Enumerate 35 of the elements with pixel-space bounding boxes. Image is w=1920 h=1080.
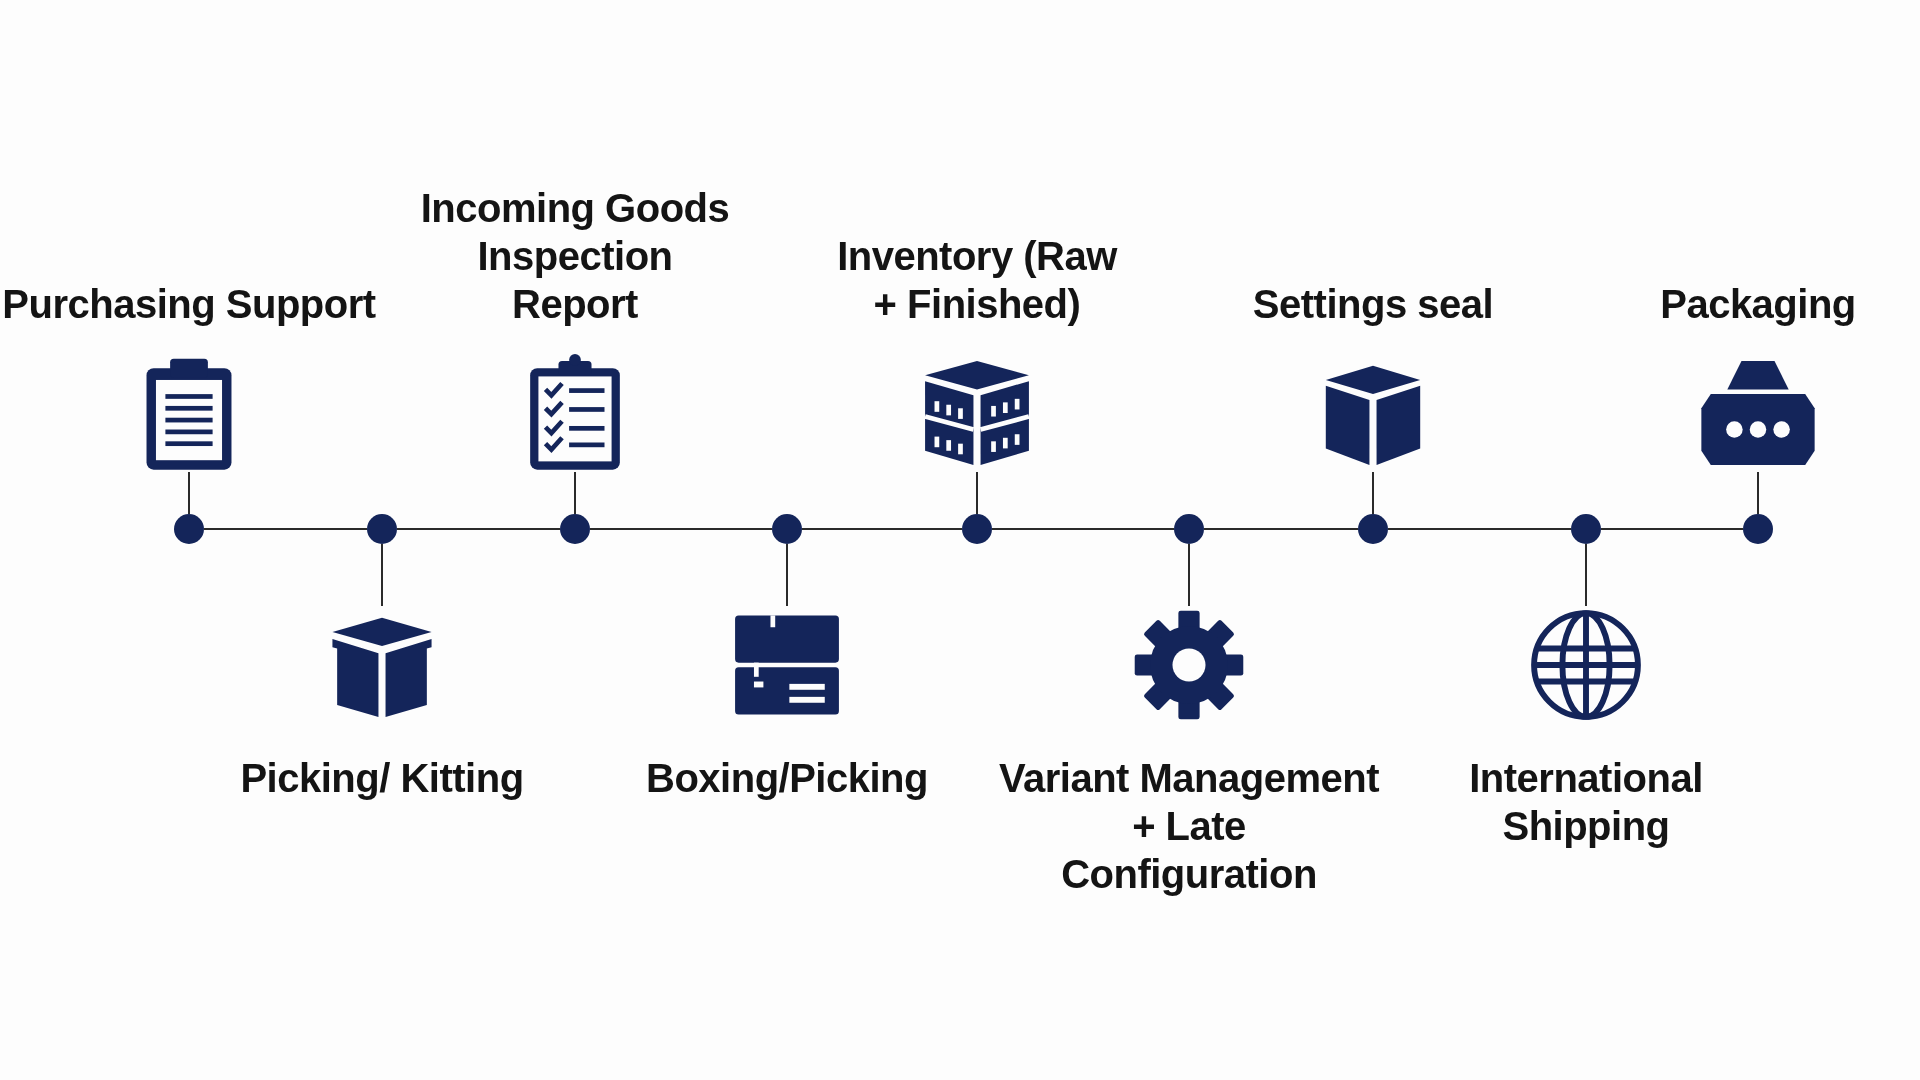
timeline-dot — [1174, 514, 1204, 544]
step-label: Settings seal — [1252, 281, 1494, 328]
timeline-line — [1372, 471, 1374, 515]
timeline-line — [1757, 471, 1759, 515]
step-label: Boxing/Picking — [646, 755, 928, 802]
step-label: Packaging — [1660, 281, 1856, 328]
timeline-line — [396, 528, 561, 530]
timeline-dot — [174, 514, 204, 544]
timeline-line — [574, 471, 576, 515]
timeline-line — [1188, 543, 1190, 607]
step-label: Variant Management + Late Configuration — [999, 755, 1379, 898]
timeline-line — [1600, 528, 1744, 530]
timeline-line — [786, 543, 788, 607]
timeline-line — [1387, 528, 1572, 530]
timeline-dot — [1571, 514, 1601, 544]
timeline-dot — [1743, 514, 1773, 544]
step-label: Inventory (Raw + Finished) — [837, 233, 1117, 328]
timeline-dot — [1358, 514, 1388, 544]
timeline-line — [381, 543, 383, 607]
timeline-dot — [772, 514, 802, 544]
timeline-line — [801, 528, 963, 530]
timeline-dot — [962, 514, 992, 544]
timeline-dot — [367, 514, 397, 544]
timeline-line — [589, 528, 773, 530]
step-label: Incoming Goods Inspection Report — [419, 185, 731, 328]
timeline-line — [203, 528, 368, 530]
step-label: Picking/ Kitting — [240, 755, 524, 802]
step-label: Purchasing Support — [2, 281, 376, 328]
step-label: International Shipping — [1468, 755, 1704, 850]
timeline-line — [1203, 528, 1359, 530]
timeline-line — [188, 471, 190, 515]
timeline-line — [1585, 543, 1587, 607]
timeline-line — [976, 471, 978, 515]
timeline-line — [991, 528, 1175, 530]
timeline-dot — [560, 514, 590, 544]
